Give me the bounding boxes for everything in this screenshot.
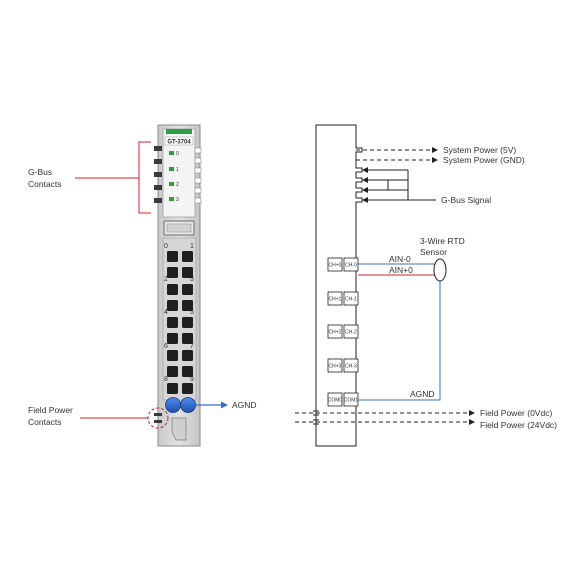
field-power-0v-label: Field Power (0Vdc): [480, 408, 552, 418]
terminal-label: 1: [190, 243, 194, 250]
led-label: 2: [176, 182, 179, 188]
gbus-signal-label: G-Bus Signal: [441, 195, 491, 205]
led-0-icon: [169, 151, 174, 155]
terminal-label: CH+1: [329, 297, 342, 303]
side-notches: [194, 147, 202, 204]
gbus-signal-lines: [362, 167, 436, 203]
terminal-label: CH-3: [345, 364, 357, 370]
rtd-sensor-label: 3-Wire RTD: [420, 236, 465, 246]
terminal-label: 5: [190, 309, 194, 316]
field-power-contacts-label: Contacts: [28, 417, 62, 427]
agnd-callout: AGND: [196, 400, 257, 410]
field-power-connector-right: [180, 397, 196, 413]
terminal-label: 8: [164, 376, 168, 383]
led-label: 0: [176, 151, 179, 157]
led-label: 3: [176, 197, 179, 203]
field-power-24v-label: Field Power (24Vdc): [480, 420, 557, 430]
terminal-label: 4: [164, 309, 168, 316]
terminal-label: CH-0: [345, 263, 357, 269]
terminal-label: 0: [164, 243, 168, 250]
agnd-callout-label: AGND: [232, 400, 257, 410]
agnd-wire: [358, 280, 441, 401]
terminal-label: CH+3: [329, 364, 342, 370]
field-power-contact-pins: [154, 413, 162, 423]
rtd-wires: [358, 263, 441, 401]
terminal-label: 7: [190, 343, 194, 350]
system-power-gnd-label: System Power (GND): [443, 155, 525, 165]
terminal-label: 6: [164, 343, 168, 350]
gbus-contact-pins: [154, 146, 162, 203]
schematic-field-contacts: [313, 410, 319, 425]
rtd-sensor-icon: [433, 258, 447, 282]
terminal-clamps: [167, 251, 193, 394]
terminal-label: 2: [164, 276, 168, 283]
terminal-label: CH-2: [345, 330, 357, 336]
terminal-label: CH+0: [329, 263, 342, 269]
wiring-schematic: System Power (5V) System Power (GND) G-B…: [295, 124, 557, 447]
terminal-labels-left: 0 2 4 6 8: [164, 243, 168, 383]
led-3-icon: [169, 197, 174, 201]
ain-plus-label: AIN+0: [389, 265, 413, 275]
gbus-contacts-label: Contacts: [28, 179, 62, 189]
status-leds: 0 1 2 3: [169, 151, 179, 203]
gbus-contacts-callout: G-Bus Contacts: [28, 141, 151, 214]
led-label: 1: [176, 167, 179, 173]
model-label: GT-3704: [167, 140, 191, 146]
field-power-contacts-label: Field Power: [28, 405, 73, 415]
module-latch: [171, 417, 187, 441]
system-power-5v-label: System Power (5V): [443, 145, 516, 155]
terminal-label: CH+2: [329, 330, 342, 336]
gbus-contacts-label: G-Bus: [28, 167, 52, 177]
terminal-label: 9: [190, 376, 194, 383]
terminal-label: COM0: [328, 398, 343, 404]
rtd-sensor-label: Sensor: [420, 247, 447, 257]
terminal-labels-right: 1 3 5 7 9: [190, 243, 194, 383]
terminal-label: 3: [190, 276, 194, 283]
terminal-label: COM1: [344, 398, 359, 404]
agnd-wire-label: AGND: [410, 389, 435, 399]
model-label-box: [164, 136, 194, 146]
terminal-label: CH-1: [345, 297, 357, 303]
module-header-stripe: [166, 129, 192, 134]
field-power-connector-left: [165, 397, 181, 413]
led-2-icon: [169, 182, 174, 186]
ain-minus-label: AIN-0: [389, 254, 411, 264]
schematic-terminals: CH+0 CH-0 CH+1 CH-1 CH+2 CH-2 CH+3 CH-3 …: [327, 257, 359, 407]
led-1-icon: [169, 167, 174, 171]
module-illustration: GT-3704 0 1 2 3: [154, 124, 202, 447]
field-power-callout: Field Power Contacts: [28, 405, 169, 429]
